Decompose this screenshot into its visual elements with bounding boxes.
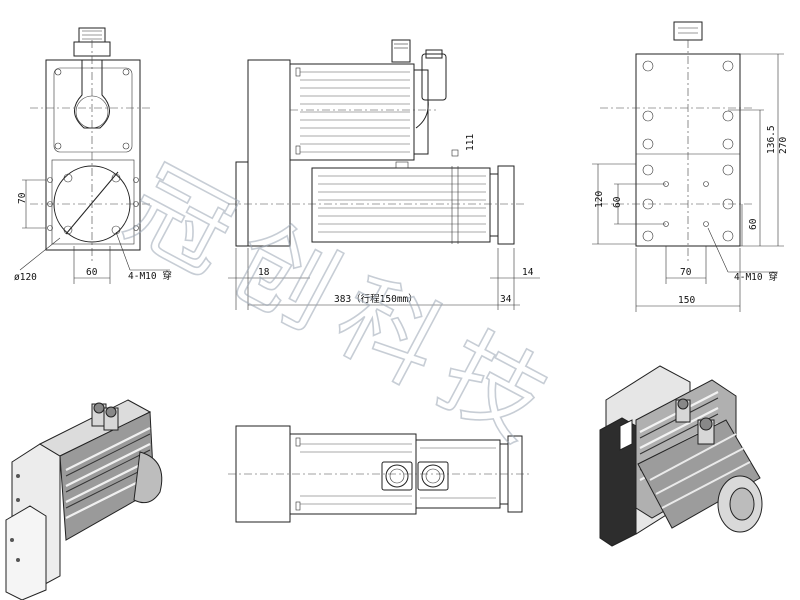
side-view: 111 18 14 383（行程150mm） 34 [228, 39, 540, 310]
iso-view-left [5, 399, 163, 600]
side-dim-18: 18 [258, 267, 270, 278]
rear-dim-60-right: 60 [748, 218, 759, 230]
rear-view: 270 136.5 60 120 60 70 4-M10 穿 150 [592, 21, 789, 312]
front-view: 70 ø120 60 4-M10 穿 [14, 27, 172, 284]
side-dim-383: 383（行程150mm） [334, 293, 418, 305]
front-dim-60: 60 [86, 267, 98, 278]
side-connector-1 [391, 39, 411, 63]
side-dim-14: 14 [522, 267, 534, 278]
side-motor-fins [300, 71, 410, 153]
bottom-fins [300, 443, 412, 505]
bottom-connector-1 [381, 461, 413, 491]
front-dim-holes: 4-M10 穿 [128, 270, 172, 282]
front-dim-diameter-120: ø120 [14, 272, 37, 283]
watermark-text: 冠创科技 [109, 146, 581, 471]
rear-dim-60-left: 60 [612, 196, 623, 208]
rear-dim-270: 270 [778, 137, 789, 154]
side-rod-flange [497, 165, 515, 245]
side-connector-2 [421, 53, 447, 101]
front-plate-outline [45, 59, 141, 251]
rear-dim-120: 120 [594, 191, 605, 208]
rear-plate-outline [635, 53, 741, 247]
rear-dim-136-5: 136.5 [766, 125, 777, 154]
rear-dim-holes: 4-M10 穿 [734, 271, 778, 283]
bottom-connector-2 [417, 461, 449, 491]
side-dim-111: 111 [465, 134, 476, 151]
side-actuator-body [311, 167, 491, 243]
front-dim-70: 70 [17, 192, 28, 204]
rear-dim-70: 70 [680, 267, 692, 278]
watermark: 冠创科技 [108, 145, 581, 471]
bottom-fins-2 [420, 447, 496, 499]
bottom-view [228, 425, 530, 523]
rear-dim-150: 150 [678, 295, 695, 306]
side-dim-34: 34 [500, 294, 512, 305]
iso-view-right [599, 365, 763, 547]
